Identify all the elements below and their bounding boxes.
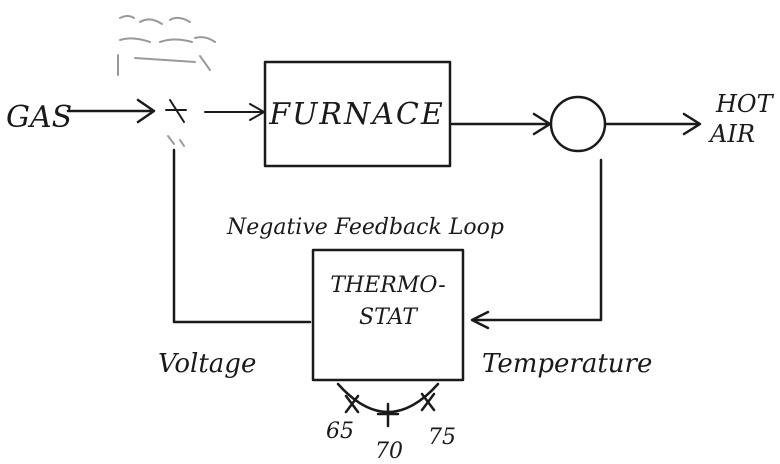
temperature-label: Temperature bbox=[482, 349, 652, 379]
negative-feedback-loop-label: Negative Feedback Loop bbox=[226, 215, 504, 240]
sensor-to-output-arrow bbox=[604, 112, 702, 136]
valve-symbol bbox=[165, 99, 187, 147]
dial-tick-75: 75 bbox=[428, 425, 456, 450]
dial-tick-65: 65 bbox=[326, 419, 354, 444]
voltage-label: Voltage bbox=[158, 349, 256, 379]
hot-air-label-line2: AIR bbox=[708, 120, 755, 148]
gas-input-arrow bbox=[66, 98, 156, 124]
voltage-control-line bbox=[172, 148, 312, 324]
thermostat-label-line2: STAT bbox=[359, 305, 419, 330]
temperature-feedback-line bbox=[470, 158, 603, 330]
valve-to-furnace-arrow bbox=[204, 103, 265, 121]
hot-air-label-line1: HOT bbox=[715, 90, 775, 118]
dial-tick-70: 70 bbox=[375, 439, 403, 464]
thermostat-dial bbox=[336, 382, 440, 428]
furnace-label: FURNACE bbox=[268, 97, 444, 132]
sensor-circle bbox=[549, 95, 607, 153]
furnace-box bbox=[263, 60, 452, 168]
thermostat-label-line1: THERMO- bbox=[330, 273, 445, 298]
valve-annotation-scribble bbox=[117, 15, 216, 76]
furnace-to-sensor-arrow bbox=[450, 112, 552, 136]
gas-input-label: GAS bbox=[6, 100, 72, 135]
